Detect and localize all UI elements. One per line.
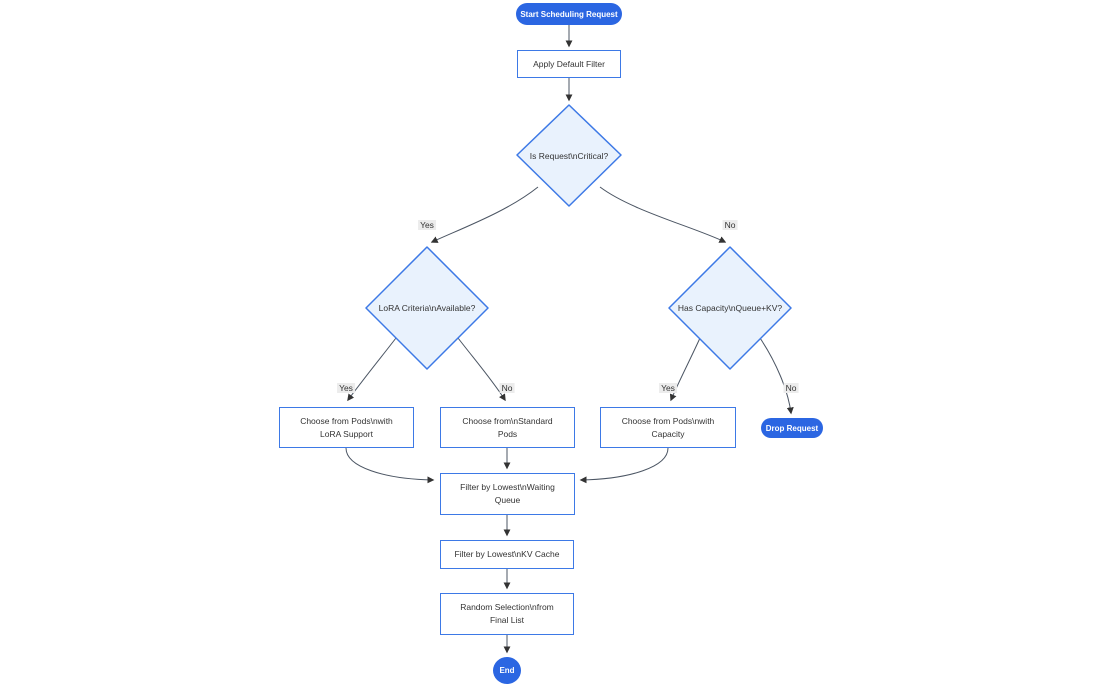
node-choose-pods-with-capacity: Choose from Pods\nwith Capacity: [600, 407, 736, 448]
decision-has-capacity-queue-kv-label: Has Capacity\nQueue+KV?: [677, 303, 783, 313]
node-apply-default-filter: Apply Default Filter: [517, 50, 621, 78]
edge-label-lora-yes: Yes: [337, 383, 355, 393]
node-filter-lowest-waiting-queue-line1: Filter by Lowest\nWaiting: [460, 482, 555, 492]
node-choose-pods-with-lora: Choose from Pods\nwith LoRA Support: [279, 407, 414, 448]
node-choose-standard-pods: Choose from\nStandard Pods: [440, 407, 575, 448]
node-end: End: [493, 657, 521, 684]
node-random-selection-from-final-list: Random Selection\nfrom Final List: [440, 593, 574, 635]
decision-has-capacity-queue-kv: [668, 246, 792, 370]
node-choose-pods-with-lora-line1: Choose from Pods\nwith: [300, 415, 393, 426]
node-random-selection-line1: Random Selection\nfrom: [460, 602, 554, 612]
edge-choose-capacity-to-filter-waiting: [579, 447, 669, 484]
edge-label-is-critical-yes: Yes: [418, 220, 436, 230]
node-choose-standard-pods-line2: Pods: [497, 428, 518, 439]
node-apply-default-filter-label: Apply Default Filter: [533, 58, 605, 69]
decision-is-request-critical-label: Is Request\nCritical?: [529, 151, 609, 161]
edge-capacity-no: [759, 337, 794, 415]
edge-lora-yes: [347, 337, 397, 402]
node-drop-request-label: Drop Request: [765, 423, 819, 433]
edge-label-is-critical-no: No: [722, 220, 738, 230]
node-choose-pods-with-capacity-line1: Choose from Pods\nwith: [621, 415, 715, 426]
edge-is-critical-yes: [430, 186, 539, 243]
node-filter-lowest-waiting-queue: Filter by Lowest\nWaiting Queue: [440, 473, 575, 515]
edge-choose-lora-to-filter-waiting: [345, 447, 435, 484]
edge-lora-no: [457, 337, 506, 402]
node-start: Start Scheduling Request: [516, 3, 622, 25]
node-end-label: End: [499, 666, 515, 675]
decision-lora-criteria-available: [365, 246, 489, 370]
node-choose-pods-with-capacity-line2: Capacity: [651, 428, 685, 439]
edge-capacity-yes: [669, 337, 701, 402]
node-choose-pods-with-lora-line2: LoRA Support: [320, 428, 373, 439]
node-filter-lowest-kv-cache: Filter by Lowest\nKV Cache: [440, 540, 574, 569]
node-random-selection-line2: Final List: [489, 615, 524, 625]
edge-label-capacity-no: No: [783, 383, 799, 393]
node-choose-standard-pods-line1: Choose from\nStandard: [462, 415, 553, 426]
edge-label-capacity-yes: Yes: [659, 383, 677, 393]
decision-is-request-critical: [516, 104, 622, 207]
edge-is-critical-no: [599, 186, 727, 243]
node-drop-request: Drop Request: [761, 418, 823, 438]
node-start-label: Start Scheduling Request: [520, 9, 618, 19]
decision-lora-criteria-available-label: LoRA Criteria\nAvailable?: [378, 303, 476, 313]
edge-label-lora-no: No: [499, 383, 515, 393]
node-filter-lowest-kv-cache-label: Filter by Lowest\nKV Cache: [454, 549, 560, 559]
node-filter-lowest-waiting-queue-line2: Queue: [494, 495, 521, 505]
